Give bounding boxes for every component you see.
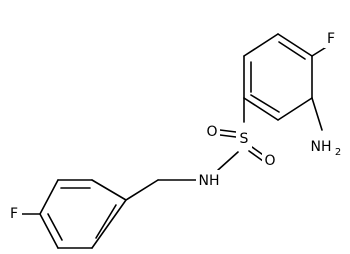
label-fluorine-left: F xyxy=(6,205,22,223)
label-fluorine-top: F xyxy=(324,30,338,48)
bond-ring-to-amino xyxy=(311,97,323,131)
bond xyxy=(243,33,279,57)
label-oxygen-right: O xyxy=(262,152,278,170)
amide-nh-label: NH xyxy=(199,173,220,189)
bond xyxy=(91,179,127,201)
bond xyxy=(39,213,59,249)
bond-sulfur-oxygen-left-1 xyxy=(219,129,237,133)
bond xyxy=(243,97,279,121)
bond xyxy=(277,97,313,121)
oxygen-right-label: O xyxy=(264,153,275,169)
label-oxygen-left: O xyxy=(204,123,220,141)
bond-sulfur-oxygen-right-2 xyxy=(248,150,264,162)
double-bond xyxy=(47,213,63,241)
bond xyxy=(277,33,313,57)
bond xyxy=(91,199,127,249)
amino-subscript: 2 xyxy=(335,147,341,158)
label-sulfur: S xyxy=(236,126,252,148)
oxygen-left-label: O xyxy=(206,124,217,140)
fluorine-top-label: F xyxy=(327,31,335,47)
label-amide-nh: NH xyxy=(196,170,222,190)
double-bond xyxy=(95,204,117,239)
label-amino: NH 2 xyxy=(306,136,346,158)
upper-benzene-ring xyxy=(243,33,313,121)
sulfur-label: S xyxy=(240,131,249,147)
double-bond xyxy=(278,41,306,60)
bond xyxy=(39,179,59,215)
amino-label: NH xyxy=(311,139,332,155)
fluorine-left-label: F xyxy=(10,206,18,222)
bond-sulfur-oxygen-left-2 xyxy=(219,134,237,138)
bond-ch2-to-ch2 xyxy=(125,179,159,201)
lower-benzene-ring xyxy=(39,179,127,249)
bond-sulfur-to-nh xyxy=(217,151,239,171)
double-bond xyxy=(250,94,280,113)
